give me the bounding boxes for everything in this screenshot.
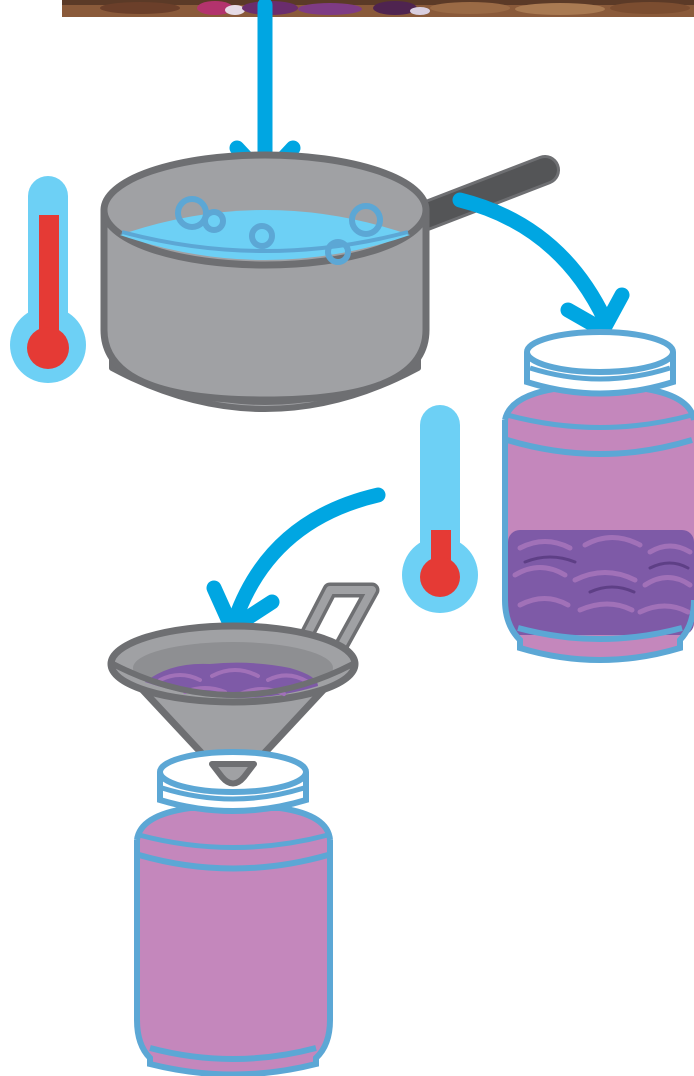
warm-thermometer-icon [402, 425, 478, 613]
jar-with-purple-liquid-icon [137, 752, 330, 1075]
arrow-to-strainer-icon [214, 495, 378, 628]
cabbage-strands [508, 530, 694, 635]
jar-with-cabbage-icon [505, 332, 694, 660]
red-cabbage-photo-icon [62, 0, 694, 17]
hot-thermometer-icon [10, 196, 86, 383]
pot-boiling-water-icon [104, 155, 545, 409]
pot-handle [410, 170, 545, 222]
arrow-pour-icon [460, 200, 622, 330]
